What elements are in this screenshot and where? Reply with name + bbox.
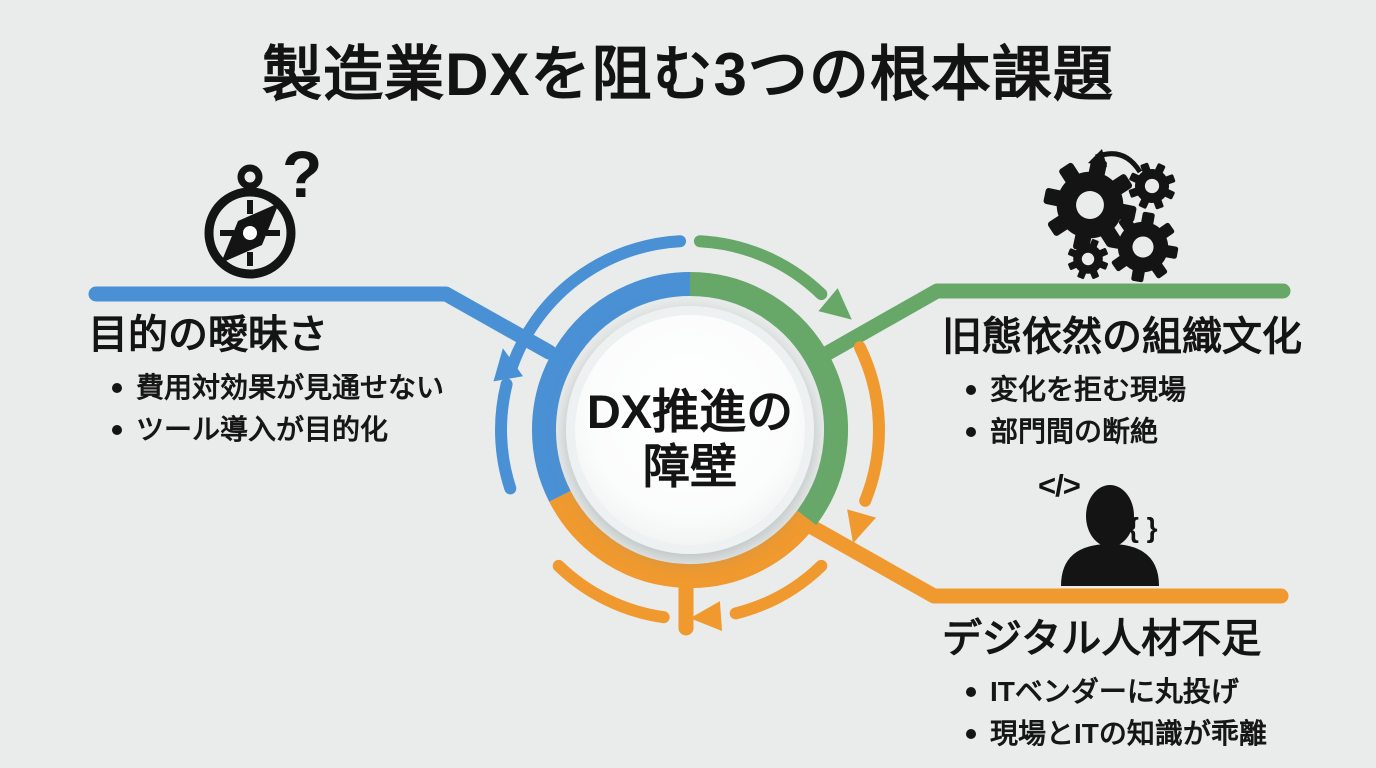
orange-outer-arc-left	[552, 559, 670, 624]
orange-right-arrowhead-icon	[847, 509, 877, 544]
ring-segment-orange	[549, 490, 817, 589]
list-item: 部門間の断絶	[966, 416, 1372, 448]
bullet-text: 現場とITの知識が乖離	[990, 718, 1267, 750]
list-item: 現場とITの知識が乖離	[966, 718, 1372, 750]
hub-circle	[575, 315, 805, 545]
compass-question-icon	[204, 164, 296, 279]
section-talent-heading: デジタル人材不足	[942, 617, 1262, 661]
section-culture: 旧態依然の組織文化 変化を拒む現場 部門間の断絶	[942, 304, 1372, 458]
bullet-text: ツール導入が目的化	[136, 414, 389, 446]
ring-segment-blue	[531, 272, 691, 502]
green-connector-line	[818, 283, 1291, 362]
hub-label-line2: 障壁	[643, 440, 737, 494]
blue-connector-line	[88, 286, 557, 360]
orange-connector-line	[795, 514, 1289, 604]
bullet-text: 変化を拒む現場	[990, 374, 1187, 405]
list-item: 費用対効果が見通せない	[112, 372, 508, 404]
list-item: 変化を拒む現場	[966, 374, 1372, 406]
gears-icon	[1035, 149, 1184, 288]
bullet-dot	[966, 729, 976, 740]
hub-label-line1: DX推進の	[586, 385, 794, 438]
curly-braces-glyph: { }	[1128, 512, 1158, 543]
list-item: ツール導入が目的化	[112, 414, 508, 446]
bullet-dot	[966, 427, 976, 438]
bullet-dot	[112, 383, 122, 394]
question-mark-glyph: ?	[282, 137, 323, 211]
blue-outer-arc-long	[504, 235, 687, 378]
orange-outer-arc-right	[853, 341, 885, 507]
bullet-text: 部門間の断絶	[990, 416, 1159, 448]
orange-outer-arc-bottom	[729, 559, 828, 620]
green-arrowhead-icon	[818, 288, 852, 320]
bullet-dot	[112, 425, 122, 436]
bullet-dot	[966, 385, 976, 396]
section-culture-heading: 旧態依然の組織文化	[942, 315, 1302, 359]
bullet-text: 費用対効果が見通せない	[136, 372, 445, 403]
section-purpose: 目的の曖昧さ 費用対効果が見通せない ツール導入が目的化	[88, 302, 508, 456]
blue-arrowhead-icon	[493, 348, 524, 382]
orange-bottom-arrowhead-icon	[690, 601, 723, 632]
developer-person-icon	[1061, 485, 1159, 586]
code-tag-glyph: </>	[1038, 468, 1081, 503]
bullet-text: ITベンダーに丸投げ	[990, 676, 1239, 707]
list-item: ITベンダーに丸投げ	[966, 676, 1372, 708]
page-title: 製造業DXを阻む3つの根本課題	[262, 41, 1114, 108]
section-purpose-heading: 目的の曖昧さ	[88, 313, 328, 357]
bullet-dot	[966, 687, 976, 698]
blue-outer-arc-short	[495, 378, 517, 495]
ring-segment-green	[689, 272, 848, 526]
green-outer-arc	[693, 235, 828, 301]
hub-label: DX推進の 障壁	[540, 384, 840, 495]
section-talent: デジタル人材不足 ITベンダーに丸投げ 現場とITの知識が乖離	[942, 606, 1372, 760]
